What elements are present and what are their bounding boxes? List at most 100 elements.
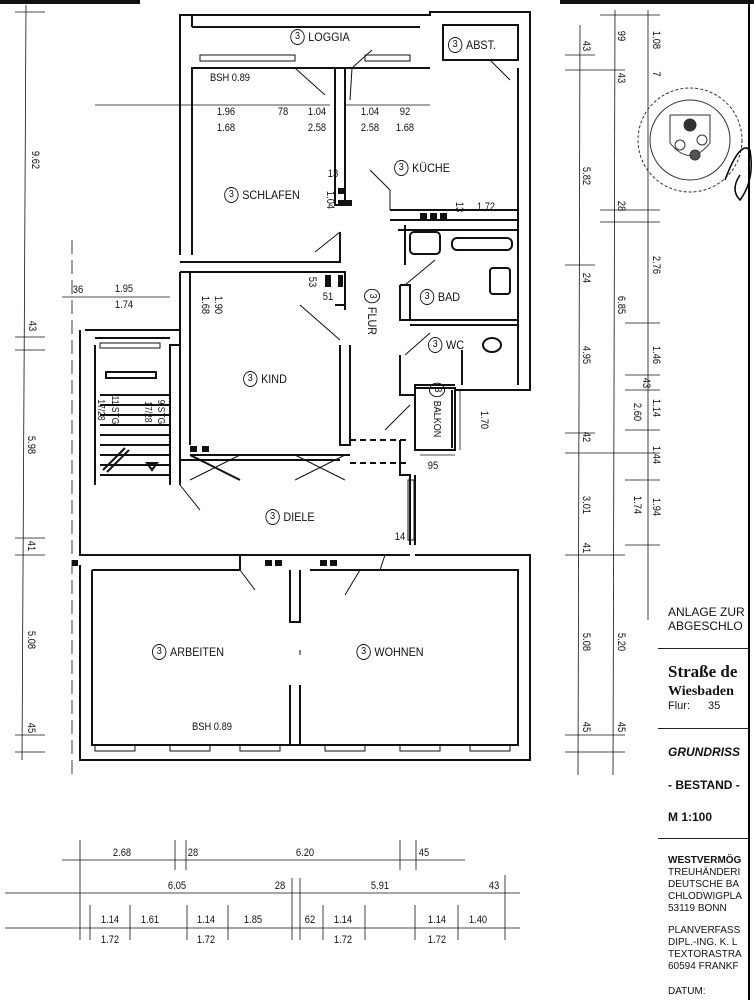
dimension-label: 99 xyxy=(615,30,627,42)
dimension-label: 1.72 xyxy=(476,201,496,213)
room-name: BALKON xyxy=(431,400,443,438)
dimension-label: 62 xyxy=(304,914,316,926)
unit-number-badge: 3 xyxy=(429,382,445,398)
dimension-label: 1.08 xyxy=(650,30,662,50)
dimension-label: 42 xyxy=(580,431,592,443)
flur-label: Flur: xyxy=(668,700,690,712)
room-name: FLUR xyxy=(365,306,379,336)
dimension-label: 1.74 xyxy=(631,495,643,515)
dimension-label: 24 xyxy=(580,272,592,284)
dimension-label: 9.62 xyxy=(29,150,41,170)
street-name: Straße de xyxy=(668,662,738,681)
divider xyxy=(658,728,748,729)
dimension-label: 5.08 xyxy=(25,630,37,650)
dimension-label: 1.14 xyxy=(100,914,120,926)
dimension-label: 45 xyxy=(615,721,627,733)
room-name: ABST. xyxy=(465,38,497,52)
dimension-label: 1.72 xyxy=(100,934,120,946)
dimension-label: 1.72 xyxy=(196,934,216,946)
flur-value: 35 xyxy=(708,700,721,712)
room-name: BAD xyxy=(437,290,461,304)
date-label: DATUM: xyxy=(668,986,706,997)
stair-ratio-label: 17/28 xyxy=(142,401,153,423)
drawing-heading: GRUNDRISS xyxy=(668,745,741,759)
annex-line-2: ABGESCHLO xyxy=(668,619,743,633)
annex-line-1: ANLAGE ZUR xyxy=(668,605,745,619)
room-name: SCHLAFEN xyxy=(242,188,300,202)
dimension-label: 1.95 xyxy=(114,283,134,295)
dimension-label: 45 xyxy=(418,847,430,859)
dimension-label: 43 xyxy=(615,72,627,84)
unit-number-badge: 3 xyxy=(243,371,258,387)
dimension-label: 43 xyxy=(640,377,652,389)
room-name: WC xyxy=(446,338,464,352)
room-name: KÜCHE xyxy=(412,161,450,175)
unit-number-badge: 3 xyxy=(419,289,435,305)
title-block: ANLAGE ZUR ABGESCHLO Straße de Wiesbaden… xyxy=(640,600,748,1000)
dimension-label: 1.68 xyxy=(395,122,415,134)
unit-number-badge: 3 xyxy=(447,37,463,53)
drawing-status: - BESTAND - xyxy=(668,778,740,792)
city-name: Wiesbaden xyxy=(668,684,734,699)
unit-number-badge: 3 xyxy=(428,337,443,353)
dimension-label: 5.20 xyxy=(615,632,627,652)
dimension-label: 4.95 xyxy=(580,345,592,365)
room-name: KIND xyxy=(261,372,287,386)
stair-steps-label: 9 STG xyxy=(155,399,166,425)
divider xyxy=(658,648,748,649)
dimension-label: 1.04 xyxy=(324,190,336,210)
stamp-seal xyxy=(637,87,752,202)
owner-line: WESTVERMÖG xyxy=(668,855,742,866)
dimension-label: 5.08 xyxy=(580,632,592,652)
dimension-label: 1.14 xyxy=(427,914,447,926)
unit-number-badge: 3 xyxy=(364,288,380,304)
sill-height-label: BSH 0.89 xyxy=(191,721,233,733)
dimension-label: 28 xyxy=(615,200,627,212)
dimension-label: 7 xyxy=(650,71,662,77)
unit-number-badge: 3 xyxy=(265,509,280,525)
dimension-label: 1.74 xyxy=(114,299,134,311)
dimension-label: 41 xyxy=(25,540,37,552)
dimension-label: 1.90 xyxy=(212,295,224,315)
room-name: WOHNEN xyxy=(374,645,424,659)
planner-line: PLANVERFASS xyxy=(668,925,741,936)
dimension-label: 13 xyxy=(453,201,465,213)
unit-number-badge: 3 xyxy=(290,29,305,45)
walls xyxy=(72,11,531,761)
page-edge xyxy=(748,0,750,1000)
owner-line: DEUTSCHE BA xyxy=(668,879,740,890)
dimension-label: 43 xyxy=(26,320,38,332)
dimension-label: 95 xyxy=(427,460,439,472)
dimension-label: 5.82 xyxy=(580,166,592,186)
sill-height-label: BSH 0.89 xyxy=(209,72,251,84)
dimension-label: 1.61 xyxy=(140,914,160,926)
dimension-label: 1.70 xyxy=(478,410,490,430)
dimension-label: 1.68 xyxy=(199,295,211,315)
dimension-label: 1.72 xyxy=(333,934,353,946)
dimension-label: 1.04 xyxy=(307,106,327,118)
dimension-label: 6.05 xyxy=(167,880,187,892)
dimension-label: 28 xyxy=(187,847,199,859)
dimension-label: 1.14 xyxy=(196,914,216,926)
dimension-label: 2.68 xyxy=(112,847,132,859)
dimension-label: 43 xyxy=(488,880,500,892)
dimension-label: 3.01 xyxy=(580,495,592,515)
dimension-label: 1.40 xyxy=(468,914,488,926)
unit-number-badge: 3 xyxy=(151,644,167,660)
unit-number-badge: 3 xyxy=(356,644,371,660)
planner-line: DIPL.-ING. K. L xyxy=(668,937,738,948)
dimension-label: 1.68 xyxy=(216,122,236,134)
dimension-lines xyxy=(5,4,660,940)
